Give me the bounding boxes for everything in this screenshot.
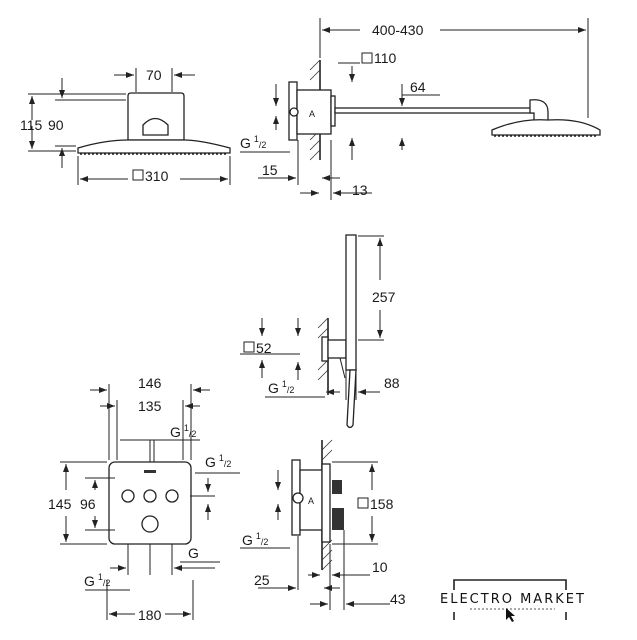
dim-inner-height: 96 [80,496,96,512]
dim-head-width: 70 [146,67,162,83]
thread-bottom: G [188,545,199,561]
dim-base-width: 180 [138,607,162,623]
dim-arm-height: 64 [410,79,426,95]
dim-hand-shower-height: 257 [372,289,396,305]
dim-head-height: 90 [48,117,64,133]
cursor-icon [506,608,515,622]
dim-head-diameter: 310 [145,168,169,184]
dim-inner-width: 135 [138,398,162,414]
svg-text:A: A [308,496,314,506]
svg-text:A: A [309,109,315,119]
dim-flange-size: 110 [374,50,397,66]
dim-holder-size: 52 [256,340,272,356]
dim-plate-size: 158 [370,496,394,512]
dim-outer-width: 146 [138,375,162,391]
dim-wall: 13 [352,182,368,198]
dim-arm-length: 400-430 [372,22,424,38]
dim-cover: 10 [372,559,388,575]
dim-head-total-height: 115 [20,117,43,133]
dim-side-depth: 25 [254,572,270,588]
head-shower-front-view: 70 115 90 310 [20,67,231,185]
dim-hand-shower-projection: 88 [384,375,400,391]
dim-outer-height: 145 [48,496,72,512]
brand-logo-text: ELECTRO MARKET [440,592,586,607]
electro-market-watermark: ELECTRO MARKET [440,579,586,622]
dim-box-depth: 15 [262,162,278,178]
dim-side-projection: 43 [390,591,406,607]
